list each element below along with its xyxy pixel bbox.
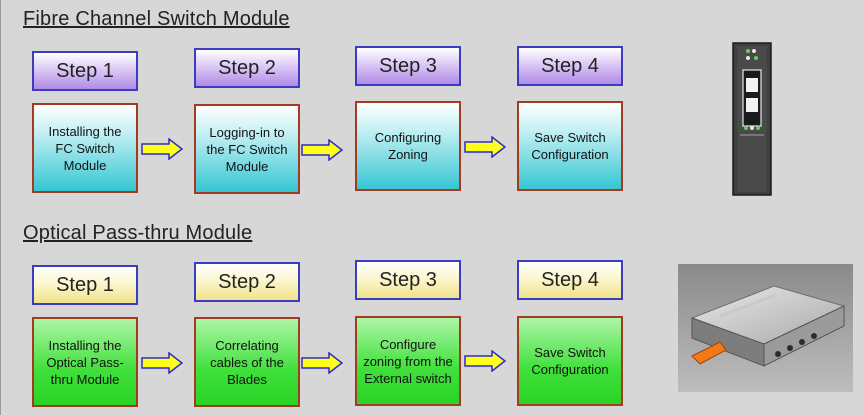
fc-step-1-box: Installing the FC Switch Module <box>32 103 138 193</box>
fc-step-2-box: Logging-in to the FC Switch Module <box>194 104 300 194</box>
fc-step-4-label: Step 4 <box>517 46 623 86</box>
fc-step-1-text: Installing the FC Switch Module <box>48 123 122 173</box>
optical-passthru-module-image <box>678 264 853 392</box>
right-arrow-icon <box>301 352 343 374</box>
right-arrow-icon <box>464 350 506 372</box>
fc-switch-module-image <box>732 42 772 196</box>
op-step-2-box: Correlating cables of the Blades <box>194 317 300 407</box>
right-arrow-icon <box>464 136 506 158</box>
op-section-title: Optical Pass-thru Module <box>23 222 253 244</box>
right-arrow-icon <box>141 138 183 160</box>
op-step-4-text: Save Switch Configuration <box>531 345 609 377</box>
op-step-4-box: Save Switch Configuration <box>517 316 623 406</box>
op-step-3-box: Configure zoning from the External switc… <box>355 316 461 406</box>
op-step-2-text: Correlating cables of the Blades <box>210 337 284 387</box>
fc-step-3-label: Step 3 <box>355 46 461 86</box>
op-step-2-label: Step 2 <box>194 262 300 302</box>
right-arrow-icon <box>301 139 343 161</box>
fc-step-3-text: Configuring Zoning <box>374 130 442 162</box>
fc-step-4-text: Save Switch Configuration <box>531 130 609 162</box>
op-step-3-text: Configure zoning from the External switc… <box>363 336 453 386</box>
op-step-3-label: Step 3 <box>355 260 461 300</box>
op-step-1-label: Step 1 <box>32 265 138 305</box>
fc-step-2-label: Step 2 <box>194 48 300 88</box>
op-step-1-text: Installing the Optical Pass-thru Module <box>46 337 124 387</box>
fc-step-2-text: Logging-in to the FC Switch Module <box>206 124 288 174</box>
fc-step-1-label: Step 1 <box>32 51 138 91</box>
fc-section-title: Fibre Channel Switch Module <box>23 8 290 30</box>
right-arrow-icon <box>141 352 183 374</box>
fc-step-4-box: Save Switch Configuration <box>517 101 623 191</box>
op-step-4-label: Step 4 <box>517 260 623 300</box>
op-step-1-box: Installing the Optical Pass-thru Module <box>32 317 138 407</box>
fc-step-3-box: Configuring Zoning <box>355 101 461 191</box>
